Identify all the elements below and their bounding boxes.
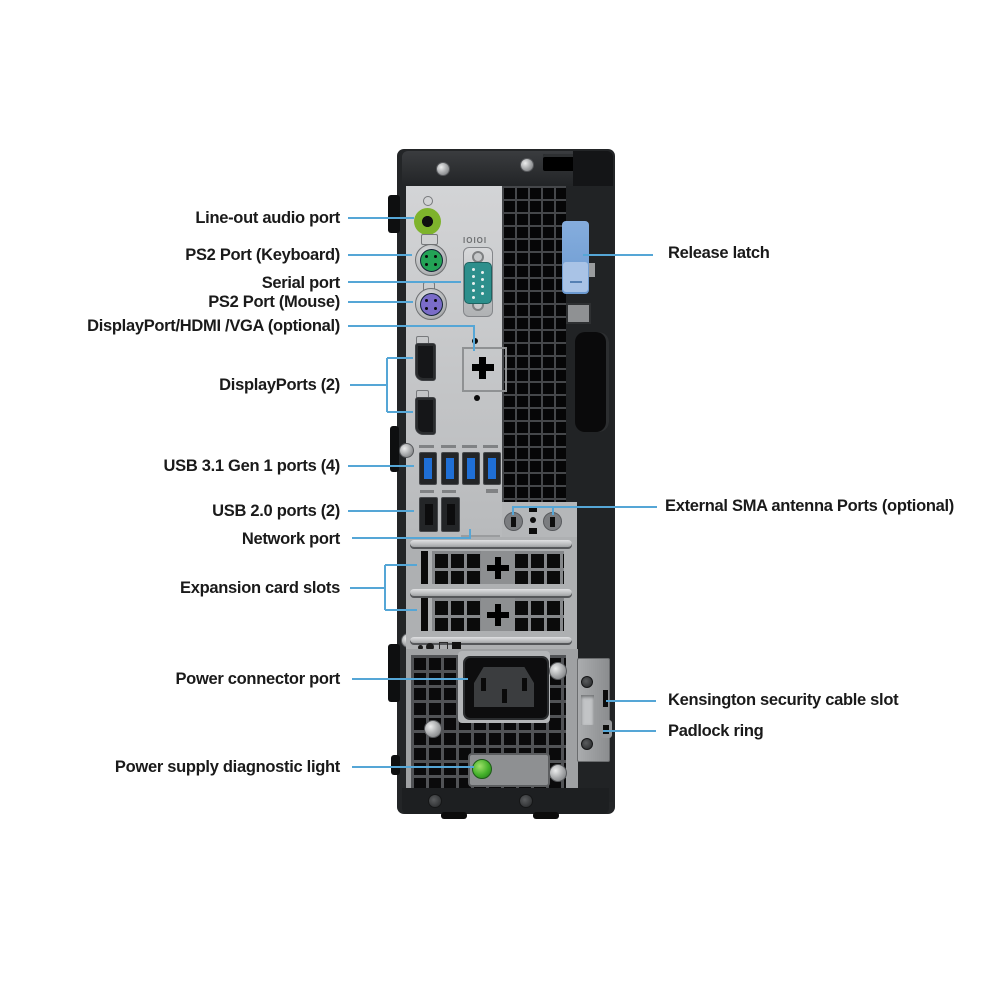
top-handle-slot: [543, 154, 575, 171]
usb-icon: [442, 490, 456, 493]
screw: [549, 764, 567, 782]
ps2-mouse-inner: [419, 292, 443, 316]
serial-port: [464, 262, 492, 304]
side-handle-recess: [575, 332, 609, 432]
label-power-connector-port: Power connector port: [175, 670, 340, 688]
padlock-ring: [600, 720, 612, 738]
bracket-slot: [581, 695, 594, 725]
label-ps2-port-keyboard: PS2 Port (Keyboard): [185, 246, 340, 264]
power-connector-port: [463, 656, 549, 720]
inlet-pin: [481, 678, 486, 691]
psu-diagnostic-led: [472, 759, 492, 779]
chassis-tab: [390, 426, 399, 472]
panel-mark: [452, 642, 461, 652]
usb3-port-1: [419, 452, 437, 485]
usb-superspeed-icon: [419, 445, 434, 448]
label-network-port: Network port: [241, 530, 340, 548]
inlet-pin: [522, 678, 527, 691]
label-displayports: DisplayPorts (2): [219, 376, 340, 394]
slot-rail: [410, 540, 572, 549]
screw: [428, 794, 442, 808]
slot-rail: [410, 637, 572, 645]
usb2-port-1: [419, 497, 438, 532]
latch-side-tab: [589, 263, 595, 277]
label-displayport-hdmi-vga: DisplayPort/HDMI /VGA (optional): [87, 317, 340, 335]
label-usb20-ports: USB 2.0 ports (2): [212, 502, 340, 520]
expansion-slot-cover-2: [432, 598, 564, 631]
label-usb31-ports: USB 3.1 Gen 1 ports (4): [163, 457, 341, 475]
plus-cutout: [487, 556, 509, 579]
label-padlock-ring: Padlock ring: [668, 722, 764, 740]
kensington-slot: [603, 690, 608, 707]
ps2-mouse-port: [415, 288, 447, 320]
led-recess: [468, 753, 550, 787]
inlet-pin: [502, 689, 507, 703]
ps2-keyboard-port: [415, 244, 447, 276]
screw: [520, 158, 534, 172]
usb2-port-2: [441, 497, 460, 532]
chassis-tab: [391, 755, 400, 775]
bracket-screw: [581, 738, 593, 750]
screw: [399, 443, 414, 458]
latch-dash: [570, 281, 582, 283]
displayport-1: [415, 343, 436, 381]
slot-rail: [410, 589, 572, 598]
optional-port-knockout: [462, 347, 507, 392]
screw: [436, 162, 450, 176]
plus-cutout: [487, 603, 509, 626]
serial-port-badge: IOIOI: [463, 236, 488, 245]
line-out-icon: [423, 196, 433, 206]
label-psu-diagnostic-light: Power supply diagnostic light: [114, 758, 340, 776]
panel-mark: [418, 645, 423, 650]
label-serial-port: Serial port: [261, 274, 341, 292]
usb-icon: [420, 490, 434, 493]
screw: [549, 662, 567, 680]
expansion-slot-cover-1: [432, 551, 564, 584]
knockout-dot: [474, 395, 480, 401]
ps2-keyboard-inner: [419, 248, 443, 272]
displayport-2: [415, 397, 436, 435]
chassis-tab: [388, 644, 400, 702]
label-expansion-card-slots: Expansion card slots: [180, 579, 340, 597]
label-release-latch: Release latch: [668, 244, 770, 262]
sma-antenna-knockout-1: [504, 512, 523, 531]
sma-center-mark: [529, 528, 537, 534]
network-icon: [486, 489, 498, 493]
usb-superspeed-icon: [462, 445, 477, 448]
usb-superspeed-icon: [483, 445, 498, 448]
sma-center-mark: [529, 506, 537, 512]
slot-opening: [421, 598, 428, 631]
foot: [533, 812, 559, 819]
usb-superspeed-icon: [441, 445, 456, 448]
label-sma-antenna-ports: External SMA antenna Ports (optional): [665, 497, 954, 515]
vent-grille: [502, 186, 566, 502]
label-ps2-port-mouse: PS2 Port (Mouse): [208, 293, 340, 311]
slot-opening: [421, 551, 428, 584]
screw: [424, 720, 442, 738]
knockout-dot: [472, 338, 478, 344]
screw: [519, 794, 533, 808]
chassis-tab: [388, 195, 400, 233]
label-line-out-audio-port: Line-out audio port: [195, 209, 340, 227]
top-right-corner: [573, 151, 613, 187]
foot: [441, 812, 467, 819]
panel-mark: [426, 643, 434, 651]
release-latch-grip: [563, 262, 588, 292]
usb3-port-4: [483, 452, 501, 485]
sma-center-mark: [530, 517, 536, 523]
line-out-audio-jack: [414, 208, 441, 235]
bracket-screw: [581, 676, 593, 688]
label-kensington-slot: Kensington security cable slot: [668, 691, 899, 709]
knockout-square: [566, 303, 591, 324]
sma-antenna-knockout-2: [543, 512, 562, 531]
usb3-port-2: [441, 452, 459, 485]
usb3-port-3: [462, 452, 480, 485]
computer-case: IOIOI: [388, 149, 615, 819]
